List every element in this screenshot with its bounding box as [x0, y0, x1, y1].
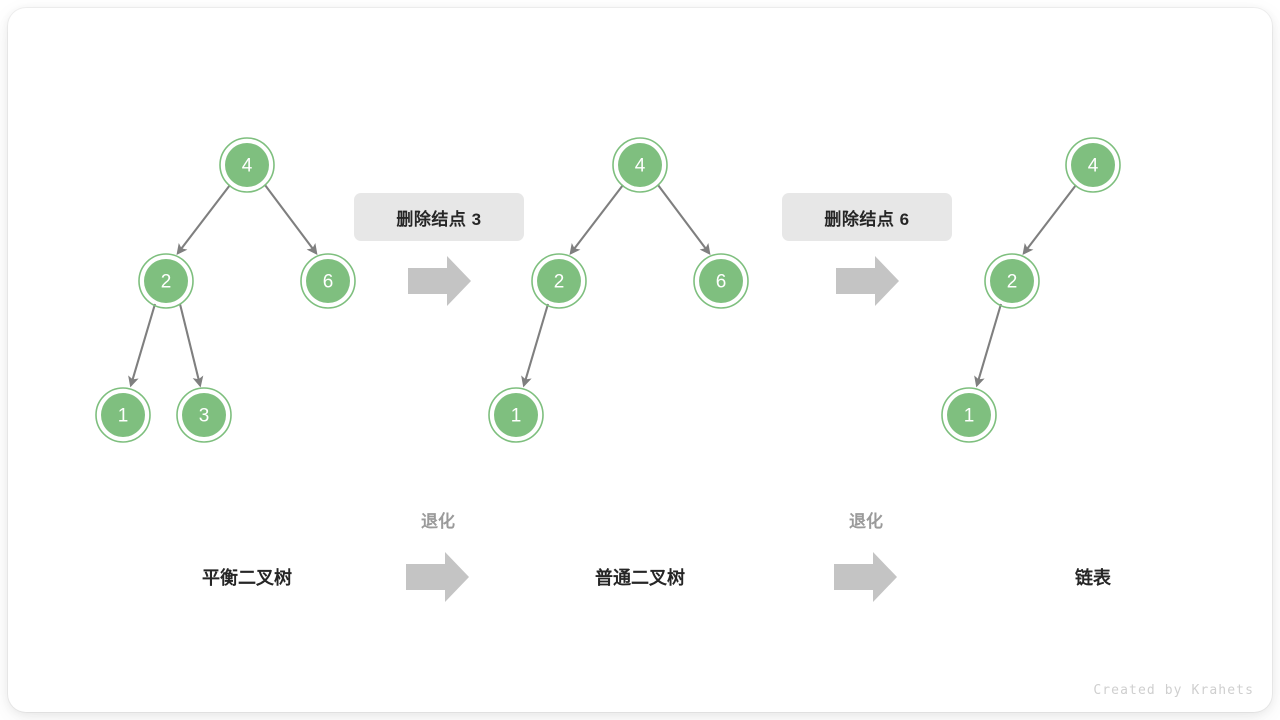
- caption-linked-list: 链表: [1075, 568, 1111, 588]
- tree-node-1[interactable]: 1: [95, 387, 151, 443]
- edge-2-to-3: [178, 303, 204, 388]
- tree-step-1: 4 2 6 1 3: [95, 137, 356, 443]
- node-disc: [990, 259, 1034, 303]
- edge-2-to-1: [974, 303, 1003, 388]
- tree-step-3: 4 2 1: [941, 137, 1121, 443]
- tree-node-6[interactable]: 6: [693, 253, 749, 309]
- edge-4-to-6: [657, 184, 711, 256]
- transition-arrow-2-top: [836, 256, 899, 306]
- edge-4-to-2: [569, 184, 624, 256]
- node-disc: [618, 143, 662, 187]
- tree-edges-step-1: [128, 184, 318, 388]
- caption-balanced-binary-tree: 平衡二叉树: [202, 568, 292, 588]
- transition-arrow-1-bottom: [406, 552, 469, 602]
- node-disc: [947, 393, 991, 437]
- node-ring: [1065, 137, 1121, 193]
- node-ring: [138, 253, 194, 309]
- tree-edges-step-2: [521, 184, 711, 388]
- node-disc: [537, 259, 581, 303]
- node-disc: [699, 259, 743, 303]
- node-value: 6: [323, 272, 334, 293]
- node-disc: [182, 393, 226, 437]
- tree-edges-step-3: [974, 184, 1077, 388]
- tree-node-4[interactable]: 4: [612, 137, 668, 193]
- node-disc: [101, 393, 145, 437]
- tree-node-3[interactable]: 3: [176, 387, 232, 443]
- node-ring: [531, 253, 587, 309]
- tree-node-4[interactable]: 4: [219, 137, 275, 193]
- node-ring: [488, 387, 544, 443]
- node-ring: [941, 387, 997, 443]
- tree-node-1[interactable]: 1: [488, 387, 544, 443]
- tree-node-2[interactable]: 2: [984, 253, 1040, 309]
- node-value: 4: [635, 156, 646, 177]
- node-disc: [225, 143, 269, 187]
- edge-2-to-1: [521, 303, 550, 388]
- node-value: 2: [161, 272, 172, 293]
- tree-node-2[interactable]: 2: [138, 253, 194, 309]
- node-value: 2: [1007, 272, 1018, 293]
- edge-4-to-6: [264, 184, 318, 256]
- node-value: 4: [1088, 156, 1099, 177]
- tree-node-6[interactable]: 6: [300, 253, 356, 309]
- node-value: 2: [554, 272, 565, 293]
- edge-2-to-1: [128, 303, 157, 388]
- tree-step-2: 4 2 6 1: [488, 137, 749, 443]
- node-ring: [219, 137, 275, 193]
- node-ring: [612, 137, 668, 193]
- node-value: 1: [118, 406, 129, 427]
- edge-4-to-2: [1022, 184, 1077, 256]
- pill-delete-node-3: 删除结点 3: [354, 193, 524, 241]
- node-ring: [95, 387, 151, 443]
- node-ring: [984, 253, 1040, 309]
- tree-node-4[interactable]: 4: [1065, 137, 1121, 193]
- edge-4-to-2: [176, 184, 231, 256]
- node-value: 3: [199, 406, 210, 427]
- watermark-credit: Created by Krahets: [1093, 683, 1254, 698]
- node-disc: [144, 259, 188, 303]
- node-value: 1: [964, 406, 975, 427]
- node-value: 6: [716, 272, 727, 293]
- node-ring: [176, 387, 232, 443]
- node-value: 4: [242, 156, 253, 177]
- caption-ordinary-binary-tree: 普通二叉树: [595, 568, 685, 588]
- tree-node-1[interactable]: 1: [941, 387, 997, 443]
- sub-label-degenerate-2: 退化: [849, 512, 883, 531]
- transition-arrow-2-bottom: [834, 552, 897, 602]
- node-ring: [300, 253, 356, 309]
- figure-card: [8, 8, 1272, 712]
- tree-node-2[interactable]: 2: [531, 253, 587, 309]
- pill-delete-node-6: 删除结点 6: [782, 193, 952, 241]
- sub-label-degenerate-1: 退化: [421, 512, 455, 531]
- transition-arrow-1-top: [408, 256, 471, 306]
- node-disc: [1071, 143, 1115, 187]
- node-value: 1: [511, 406, 522, 427]
- node-disc: [494, 393, 538, 437]
- node-disc: [306, 259, 350, 303]
- node-ring: [693, 253, 749, 309]
